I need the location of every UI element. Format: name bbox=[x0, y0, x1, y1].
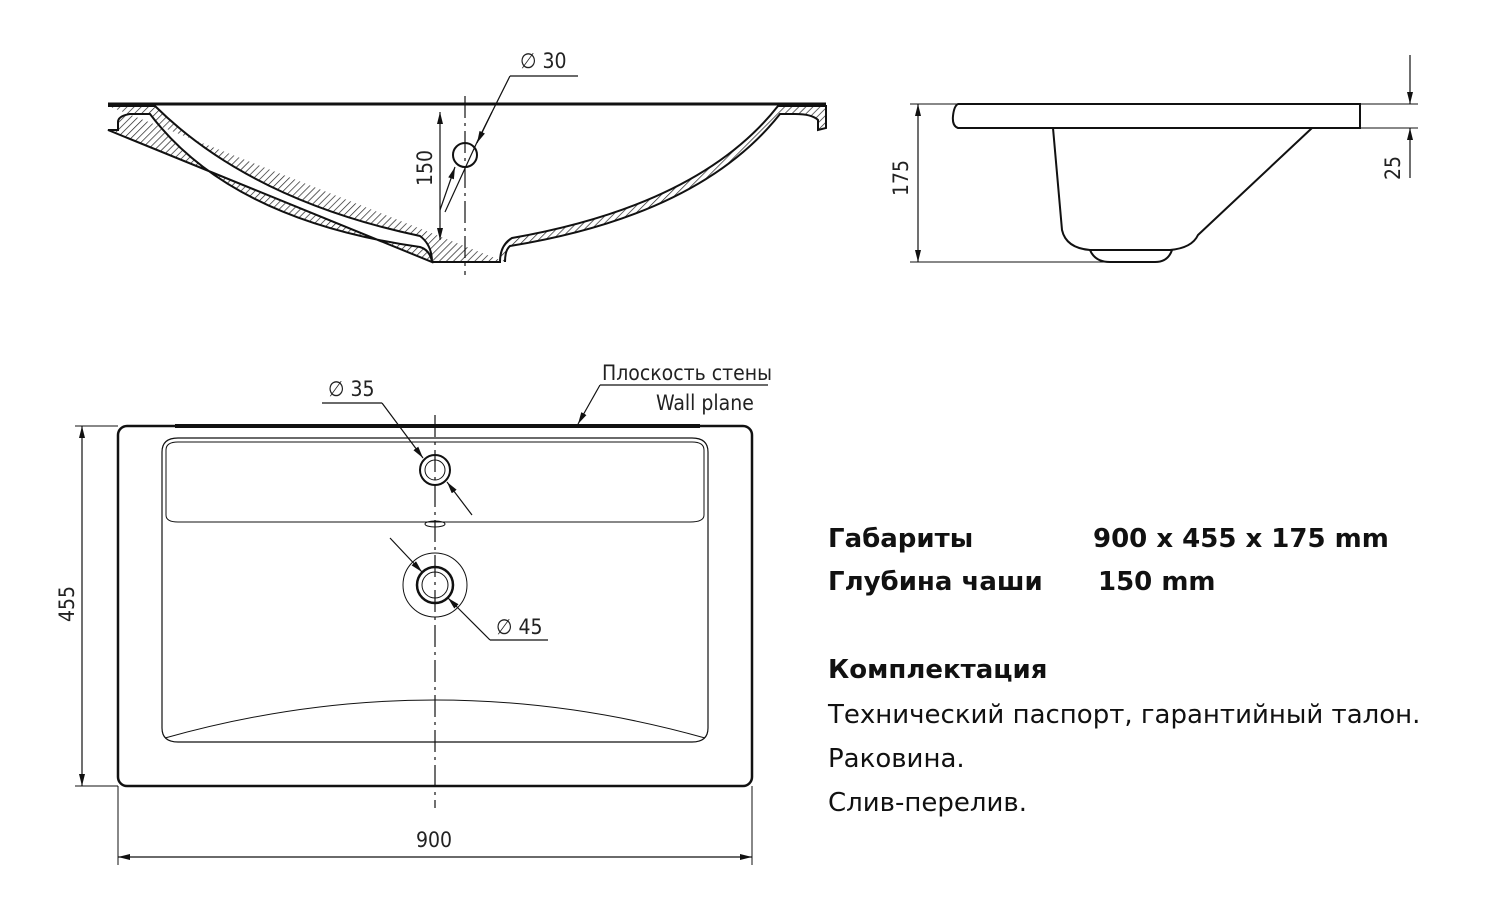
plan-view bbox=[75, 384, 768, 865]
plan-width-label: 900 bbox=[416, 828, 452, 852]
section-hole-diameter-label: ∅ 30 bbox=[520, 49, 567, 73]
dimensions-label: Габариты bbox=[828, 524, 974, 554]
kit-item: Технический паспорт, гарантийный талон. bbox=[828, 700, 1421, 730]
bowl-depth-value: 150 mm bbox=[1098, 567, 1216, 597]
wall-plane-ru-label: Плоскость стены bbox=[602, 361, 772, 385]
kit-item: Раковина. bbox=[828, 744, 965, 774]
section-depth-label: 150 bbox=[413, 150, 437, 186]
drain-diameter-label: ∅ 45 bbox=[496, 615, 543, 639]
plan-depth-label: 455 bbox=[55, 586, 79, 622]
dimensions-value: 900 x 455 x 175 mm bbox=[1093, 524, 1389, 554]
side-height-label: 175 bbox=[889, 160, 913, 196]
bowl-depth-label: Глубина чаши bbox=[828, 567, 1043, 597]
wall-plane-en-label: Wall plane bbox=[656, 391, 754, 415]
overflow-diameter-label: ∅ 35 bbox=[328, 377, 375, 401]
side-view bbox=[910, 55, 1418, 263]
section-view bbox=[107, 75, 827, 275]
kit-title: Комплектация bbox=[828, 655, 1048, 685]
side-rim-label: 25 bbox=[1381, 156, 1405, 180]
kit-item: Слив-перелив. bbox=[828, 788, 1027, 818]
